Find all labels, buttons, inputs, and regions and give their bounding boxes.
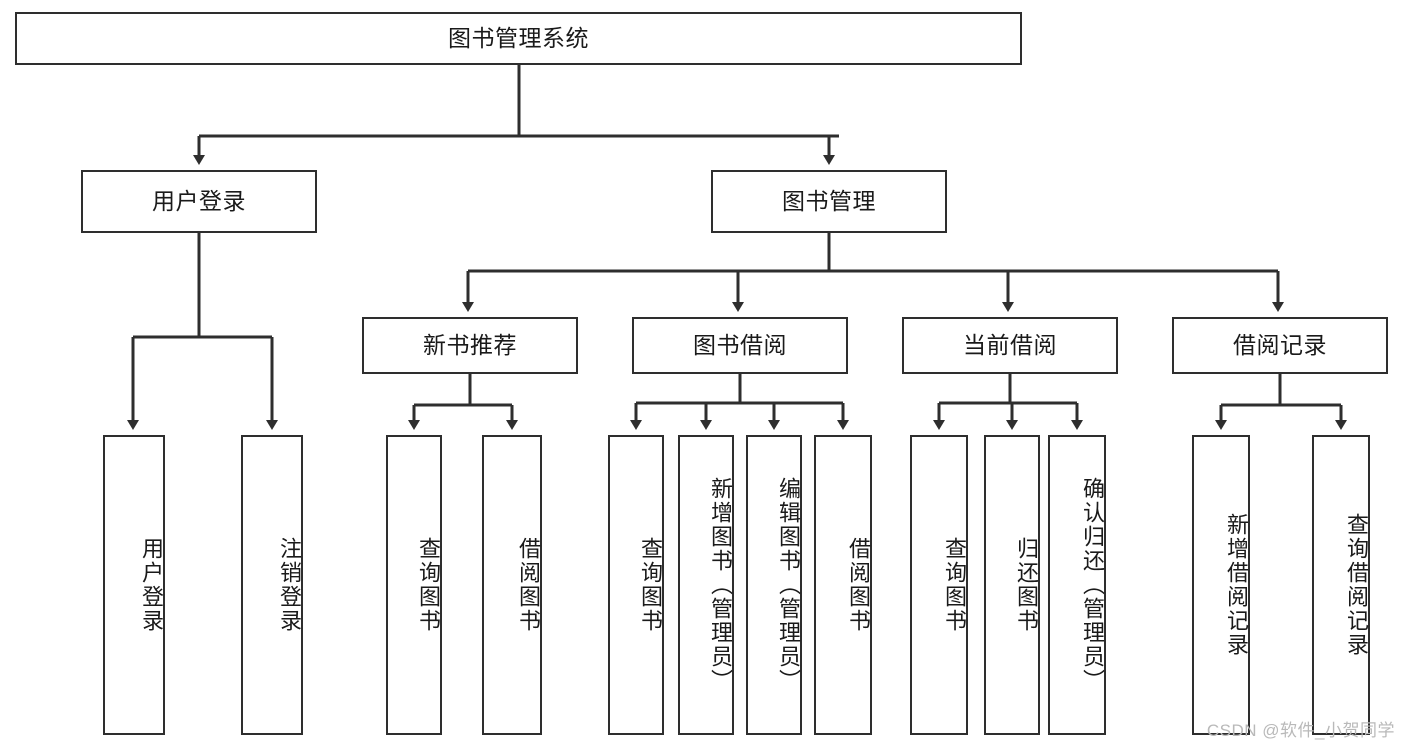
node-leaf-edit-book-admin-label: 编辑图书（管理员） <box>776 477 801 693</box>
node-leaf-query-book-current-label: 查询图书 <box>942 537 967 633</box>
node-leaf-add-borrow-record-label: 新增借阅记录 <box>1224 513 1249 657</box>
node-leaf-user-login[interactable]: 用户登录 <box>103 435 165 735</box>
node-book-manage[interactable]: 图书管理 <box>711 170 947 233</box>
node-leaf-add-book-admin-label: 新增图书（管理员） <box>708 477 733 693</box>
node-leaf-logout-login[interactable]: 注销登录 <box>241 435 303 735</box>
node-leaf-add-book-admin[interactable]: 新增图书（管理员） <box>678 435 734 735</box>
node-book-borrow[interactable]: 图书借阅 <box>632 317 848 374</box>
node-leaf-return-book[interactable]: 归还图书 <box>984 435 1040 735</box>
node-leaf-query-book-recommend[interactable]: 查询图书 <box>386 435 442 735</box>
watermark: CSDN @软件_小贺同学 <box>1206 721 1395 740</box>
node-book-manage-label: 图书管理 <box>782 187 876 214</box>
node-borrow-record[interactable]: 借阅记录 <box>1172 317 1388 374</box>
node-leaf-query-book-borrow-label: 查询图书 <box>638 537 663 633</box>
node-leaf-borrow-book[interactable]: 借阅图书 <box>814 435 872 735</box>
node-leaf-user-login-label: 用户登录 <box>139 537 164 633</box>
node-leaf-query-borrow-record-label: 查询借阅记录 <box>1344 513 1369 657</box>
node-leaf-query-book-current[interactable]: 查询图书 <box>910 435 968 735</box>
node-user-login-label: 用户登录 <box>152 187 246 214</box>
node-leaf-borrow-book-recommend[interactable]: 借阅图书 <box>482 435 542 735</box>
node-leaf-query-book-recommend-label: 查询图书 <box>416 537 441 633</box>
node-leaf-confirm-return-admin-label: 确认归还（管理员） <box>1080 477 1105 693</box>
node-leaf-confirm-return-admin[interactable]: 确认归还（管理员） <box>1048 435 1106 735</box>
node-new-book-recommend-label: 新书推荐 <box>423 331 517 358</box>
node-root[interactable]: 图书管理系统 <box>15 12 1022 65</box>
node-leaf-return-book-label: 归还图书 <box>1014 537 1039 633</box>
node-leaf-borrow-book-label: 借阅图书 <box>846 537 871 633</box>
node-new-book-recommend[interactable]: 新书推荐 <box>362 317 578 374</box>
node-leaf-edit-book-admin[interactable]: 编辑图书（管理员） <box>746 435 802 735</box>
node-root-label: 图书管理系统 <box>448 24 589 51</box>
node-leaf-query-book-borrow[interactable]: 查询图书 <box>608 435 664 735</box>
node-leaf-logout-login-label: 注销登录 <box>277 537 302 633</box>
node-current-borrow[interactable]: 当前借阅 <box>902 317 1118 374</box>
node-book-borrow-label: 图书借阅 <box>693 331 787 358</box>
node-borrow-record-label: 借阅记录 <box>1233 331 1327 358</box>
node-leaf-borrow-book-recommend-label: 借阅图书 <box>516 537 541 633</box>
node-user-login[interactable]: 用户登录 <box>81 170 317 233</box>
node-leaf-query-borrow-record[interactable]: 查询借阅记录 <box>1312 435 1370 735</box>
node-leaf-add-borrow-record[interactable]: 新增借阅记录 <box>1192 435 1250 735</box>
node-current-borrow-label: 当前借阅 <box>963 331 1057 358</box>
